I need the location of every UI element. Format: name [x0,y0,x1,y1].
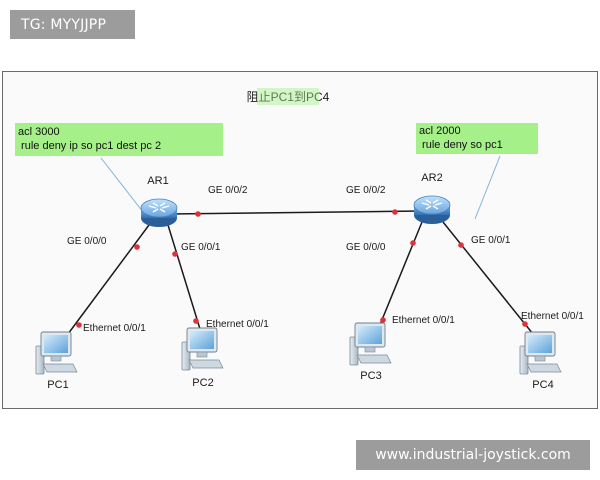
iface-ar1-g000: GE 0/0/0 [67,236,107,247]
iface-pc2-eth: Ethernet 0/0/1 [206,319,269,330]
iface-pc4-eth: Ethernet 0/0/1 [521,311,584,322]
topology-canvas: 阻止PC1到PC4 acl 3000 rule deny ip so pc1 d… [2,71,598,409]
iface-pc3-eth: Ethernet 0/0/1 [392,315,455,326]
port-dot-pc1-eth [76,322,82,328]
acl-right-callout-line [474,155,501,220]
router-ar2-label: AR2 [421,172,442,184]
link-ar1-ar2 [168,210,422,215]
port-dot-pc3-eth [380,317,386,323]
acl-right-box [416,123,538,154]
port-dot-ar2-g001 [458,242,464,248]
router-ar1-label: AR1 [147,175,168,187]
link-ar1-pc2 [167,224,201,330]
acl-left-box [15,123,223,156]
iface-ar2-g002: GE 0/0/2 [346,185,386,196]
pc2-label: PC2 [192,377,213,389]
acl-right-line1: acl 2000 [419,125,461,137]
link-ar2-pc3 [376,221,423,333]
diagram-title: 阻止PC1到PC4 [247,90,330,104]
pc1-icon[interactable] [35,331,78,375]
pc4-label: PC4 [532,379,553,391]
port-dot-ar1-g001 [172,251,178,257]
acl-left-line2: rule deny ip so pc1 dest pc 2 [18,140,161,152]
acl-left-line1: acl 3000 [18,126,60,138]
port-dot-ar2-g000 [410,240,416,246]
iface-pc1-eth: Ethernet 0/0/1 [83,323,146,334]
port-dot-pc2-eth [193,318,199,324]
title-highlight [257,88,319,105]
link-ar1-pc1 [64,224,150,339]
iface-ar2-g001: GE 0/0/1 [471,235,511,246]
router-ar2-icon[interactable] [413,195,451,225]
acl-right-line2: rule deny so pc1 [419,139,503,151]
link-ar2-pc4 [442,221,534,335]
pc4-icon[interactable] [519,331,562,375]
acl-left-callout-line [100,157,144,213]
port-dot-ar2-g002 [392,209,398,215]
pc3-icon[interactable] [349,322,392,366]
pc2-icon[interactable] [181,327,224,371]
top-watermark: TG: MYYJJPP [10,10,135,39]
iface-ar1-g002: GE 0/0/2 [208,185,248,196]
port-dot-pc4-eth [522,321,528,327]
topology-diagram: 阻止PC1到PC4 acl 3000 rule deny ip so pc1 d… [15,88,584,391]
pc1-label: PC1 [47,379,68,391]
port-dot-ar1-g002 [195,211,201,217]
bottom-watermark: www.industrial-joystick.com [356,440,590,470]
iface-ar1-g001: GE 0/0/1 [181,242,221,253]
router-ar1-icon[interactable] [140,198,178,228]
pc3-label: PC3 [360,370,381,382]
port-dot-ar1-g000 [134,244,140,250]
iface-ar2-g000: GE 0/0/0 [346,242,386,253]
